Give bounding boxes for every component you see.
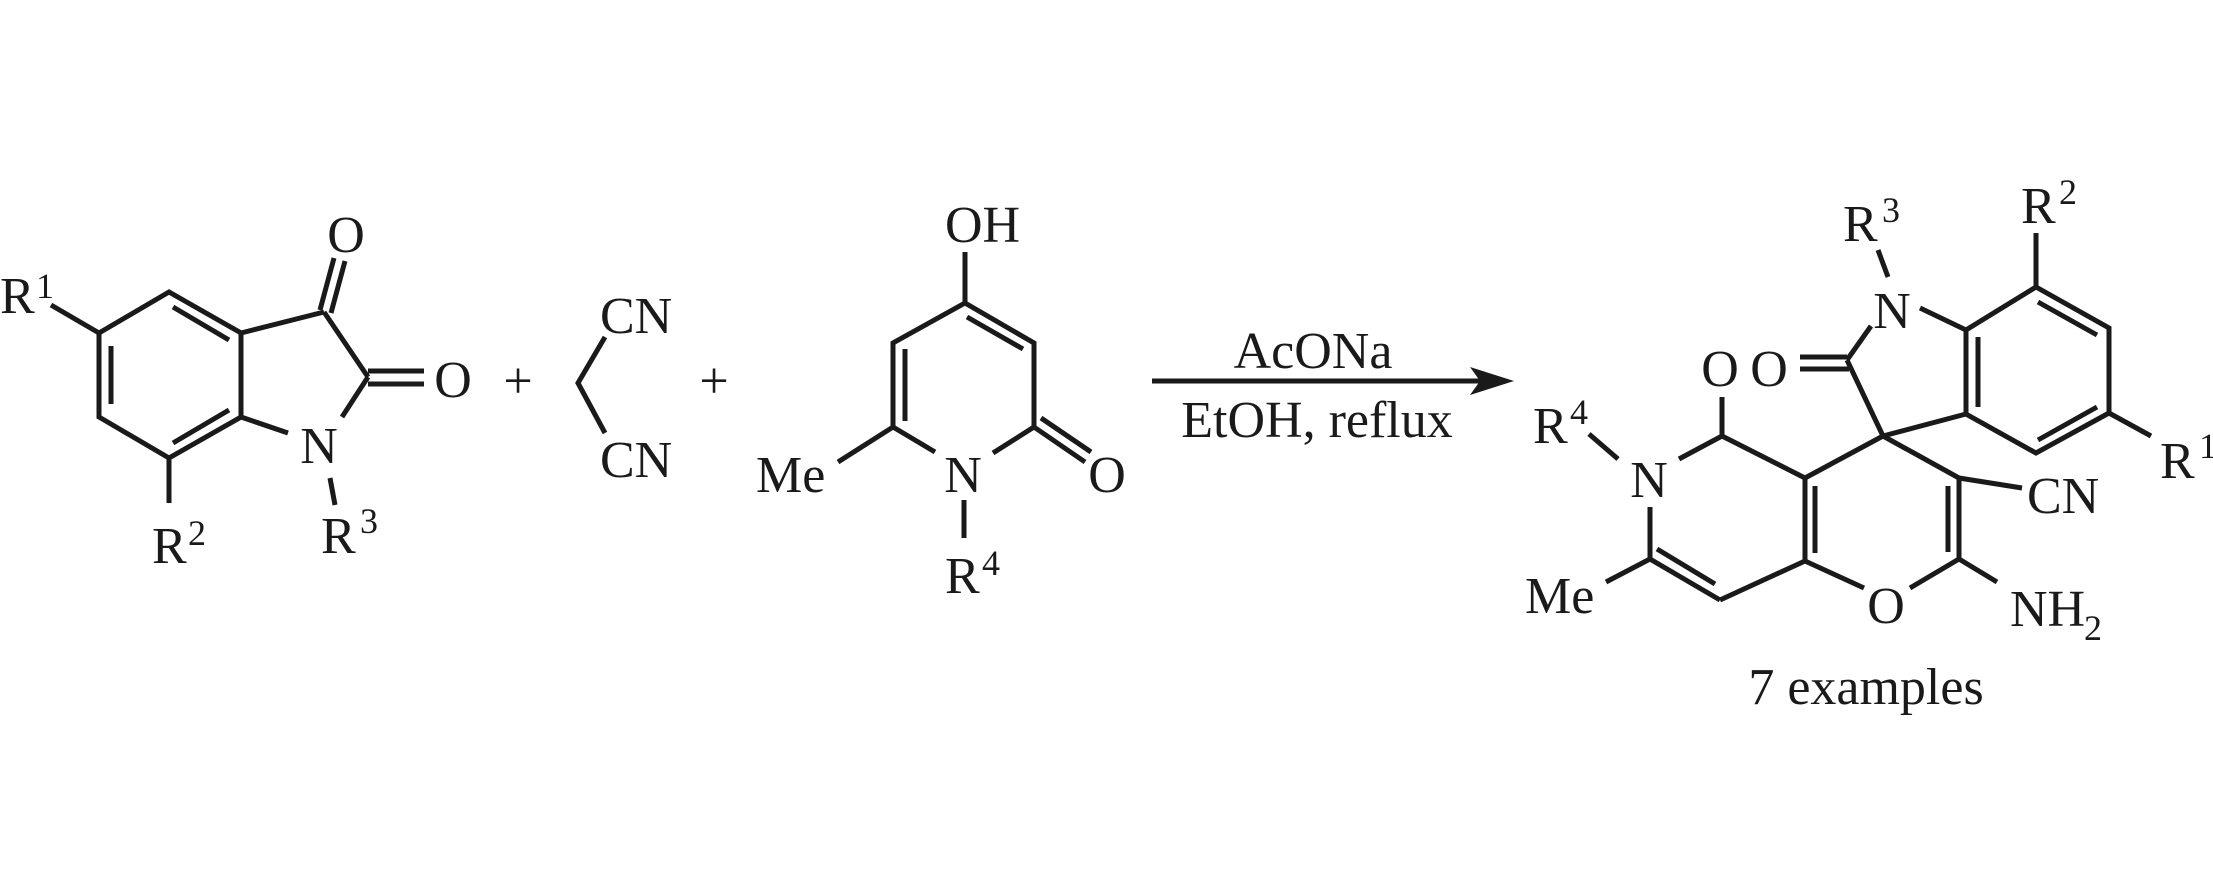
product-pyridone-o-label: O: [1701, 341, 1739, 398]
product-r2-label: R: [2021, 178, 2056, 235]
malononitrile-cn-bottom: CN: [600, 432, 672, 489]
pyridone-bonds: [836, 252, 1093, 538]
product-bonds: [1587, 233, 2153, 603]
product-r1-label: R: [2160, 433, 2195, 490]
plus-sign-2: +: [699, 353, 728, 410]
product-pyridone-n-label: N: [1630, 452, 1668, 509]
product-cn-label: CN: [2027, 468, 2099, 525]
pyridone-n-label: N: [944, 447, 982, 504]
product-structure: R 3 R 2 R 1 N O O R 4 N Me O CN NH 2: [1525, 172, 2213, 648]
plus-sign-1: +: [503, 353, 532, 410]
malononitrile-cn-top: CN: [600, 288, 672, 345]
isatin-bonds: [49, 257, 424, 506]
pyridone-r4-label: R: [945, 548, 980, 605]
product-nh2-subscript: 2: [2084, 608, 2102, 648]
product-r3-label: R: [1843, 196, 1878, 253]
product-indole-o-label: O: [1750, 341, 1788, 398]
arrow-head-icon: [1470, 367, 1514, 395]
isatin-r1-label: R: [0, 268, 35, 325]
isatin-r3-superscript: 3: [360, 501, 378, 541]
product-r4-superscript: 4: [1570, 392, 1588, 432]
solvent-label: EtOH, reflux: [1181, 392, 1452, 449]
pyridone-oh-label: OH: [945, 197, 1020, 254]
isatin-o-right: O: [434, 352, 472, 409]
pyridone-r4-superscript: 4: [982, 543, 1000, 583]
malononitrile-structure: CN CN: [575, 288, 672, 489]
product-nh2-label: NH: [2010, 581, 2085, 638]
malononitrile-bonds: [575, 335, 608, 435]
pyridone-structure: OH Me N O R 4: [756, 197, 1126, 605]
isatin-o-top: O: [327, 207, 365, 264]
product-r2-superscript: 2: [2059, 172, 2077, 212]
examples-caption: 7 examples: [1748, 659, 1983, 716]
isatin-structure: R 1 O O N R 2 R 3: [0, 207, 472, 575]
reaction-arrow: [1152, 367, 1514, 395]
isatin-n-label: N: [300, 418, 338, 475]
isatin-r1-superscript: 1: [36, 266, 54, 306]
isatin-r3-label: R: [321, 508, 356, 565]
pyridone-o-label: O: [1088, 447, 1126, 504]
isatin-r2-label: R: [152, 518, 187, 575]
product-r3-superscript: 3: [1882, 190, 1900, 230]
isatin-r2-superscript: 2: [188, 513, 206, 553]
pyridone-me-label: Me: [756, 447, 825, 504]
product-r1-superscript: 1: [2199, 426, 2213, 466]
product-r4-label: R: [1533, 398, 1568, 455]
product-indole-n-label: N: [1873, 283, 1911, 340]
reagent-label: AcONa: [1234, 323, 1393, 380]
product-me-label: Me: [1525, 568, 1594, 625]
product-ring-o-label: O: [1867, 578, 1905, 635]
